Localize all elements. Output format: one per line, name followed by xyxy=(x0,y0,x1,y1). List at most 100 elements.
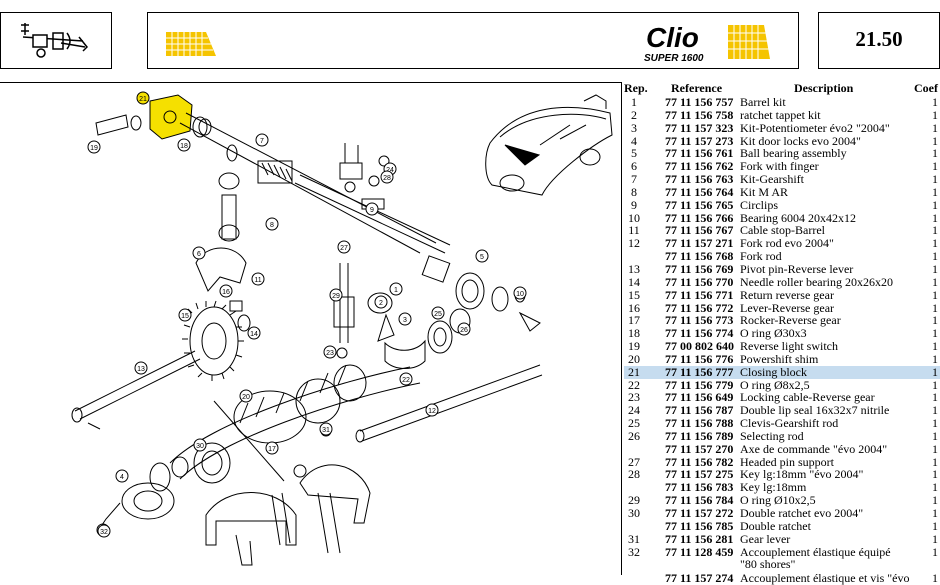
gearbox-exploded-view: 21 18 19 7 8 6 9 10 11 12 5 13 14 15 16 … xyxy=(71,91,613,566)
svg-text:16: 16 xyxy=(222,289,230,296)
svg-text:7: 7 xyxy=(260,138,264,145)
description-cell: Axe de commande "évo 2004" xyxy=(740,441,888,456)
rep-cell: 13 xyxy=(628,261,640,276)
rep-cell: 29 xyxy=(628,493,640,508)
reference-cell: 77 11 156 769 xyxy=(665,261,734,276)
coef-cell: 1 xyxy=(932,146,938,161)
rep-cell: 4 xyxy=(631,133,637,148)
svg-text:3: 3 xyxy=(403,317,407,324)
reference-cell: 77 11 157 323 xyxy=(665,120,734,135)
coef-cell: 1 xyxy=(932,467,938,482)
coef-cell: 1 xyxy=(932,249,938,264)
svg-text:5: 5 xyxy=(480,254,484,261)
rep-cell: 22 xyxy=(628,377,640,392)
reference-cell: 77 11 156 763 xyxy=(665,172,734,187)
coef-cell: 1 xyxy=(932,261,938,276)
rep-cell: 9 xyxy=(631,197,637,212)
reference-cell: 77 11 157 271 xyxy=(665,236,734,251)
coef-cell: 1 xyxy=(932,518,938,533)
coef-cell: 1 xyxy=(932,274,938,289)
coef-cell: 1 xyxy=(932,120,938,135)
description-cell: Double lip seal 16x32x7 nitrile xyxy=(740,403,890,418)
shift-forks-part xyxy=(205,464,371,566)
svg-text:32: 32 xyxy=(100,529,108,536)
svg-text:20: 20 xyxy=(242,394,250,401)
svg-text:29: 29 xyxy=(332,293,340,300)
description-cell: Gear lever xyxy=(740,531,791,546)
description-cell: Kit M AR xyxy=(740,184,789,199)
description-cell: Double ratchet xyxy=(740,518,811,533)
barrel-drum-part xyxy=(169,364,421,480)
description-cell: O ring Ø30x3 xyxy=(740,326,807,341)
coef-cell: 1 xyxy=(932,313,938,328)
reference-cell: 77 00 802 640 xyxy=(665,339,734,354)
rep-cell: 28 xyxy=(628,467,640,482)
svg-text:26: 26 xyxy=(460,327,468,334)
coef-cell: 1 xyxy=(932,159,938,174)
rep-cell: 18 xyxy=(628,326,640,341)
reference-cell: 77 11 157 275 xyxy=(665,467,734,482)
svg-text:31: 31 xyxy=(322,427,330,434)
spring-part xyxy=(257,160,293,184)
coef-cell: 1 xyxy=(932,416,938,431)
rep-cell: 17 xyxy=(628,313,640,328)
needle-bearing-part xyxy=(455,272,509,312)
rep-cell: 11 xyxy=(628,223,640,238)
coef-cell: 1 xyxy=(932,210,938,225)
coef-cell: 1 xyxy=(932,570,938,585)
coef-cell: 1 xyxy=(932,441,938,456)
description-cell: Circlips xyxy=(740,197,778,212)
svg-text:15: 15 xyxy=(181,313,189,320)
reference-cell: 77 11 156 772 xyxy=(665,300,734,315)
svg-text:30: 30 xyxy=(196,443,204,450)
rep-cell: 31 xyxy=(628,531,640,546)
svg-text:4: 4 xyxy=(120,474,124,481)
rep-cell: 12 xyxy=(628,236,640,251)
svg-text:13: 13 xyxy=(137,366,145,373)
coef-cell: 1 xyxy=(932,454,938,469)
reference-cell: 77 11 156 757 xyxy=(665,95,734,109)
svg-text:24: 24 xyxy=(386,167,394,174)
yellow-grid-icon xyxy=(166,32,216,56)
description-cell: Ball bearing assembly xyxy=(740,146,847,161)
description-cell: Fork rod xyxy=(740,249,782,264)
